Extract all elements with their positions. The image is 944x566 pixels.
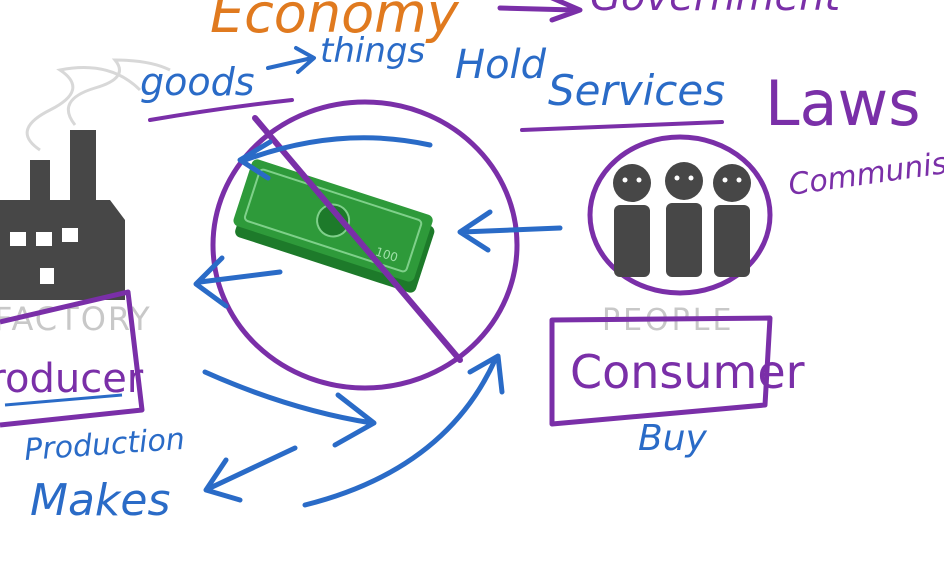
banknote-denomination: 100 xyxy=(374,244,400,264)
prohibition-sign-icon xyxy=(252,115,463,363)
producer-underline xyxy=(4,393,123,407)
economy-heading: Economy xyxy=(210,0,460,45)
people-icon xyxy=(613,162,751,277)
producer-box xyxy=(0,289,145,428)
arrow-economy-to-government xyxy=(497,0,583,23)
people-circle xyxy=(587,134,773,296)
things-label: things xyxy=(320,31,425,71)
arrow-goods-to-things xyxy=(266,46,316,74)
factory-icon xyxy=(0,58,171,300)
communism-label: Communism xyxy=(786,142,944,203)
hold-label: Hold xyxy=(455,42,547,88)
services-underline xyxy=(520,120,724,132)
laws-label: Laws xyxy=(765,67,921,140)
goods-underline xyxy=(148,98,294,122)
consumer-box xyxy=(549,315,773,427)
government-heading: Government xyxy=(590,0,841,20)
makes-label: Makes xyxy=(30,475,170,526)
services-label: Services xyxy=(548,66,725,115)
flow-arrows xyxy=(193,135,563,508)
producer-label: Producer xyxy=(0,356,144,402)
central-circle xyxy=(210,99,520,391)
money-icon: 100 xyxy=(233,159,435,293)
production-label: Production xyxy=(23,422,186,468)
consumer-label: Consumer xyxy=(570,345,805,399)
buy-label: Buy xyxy=(638,418,708,459)
goods-label: goods xyxy=(140,60,255,104)
